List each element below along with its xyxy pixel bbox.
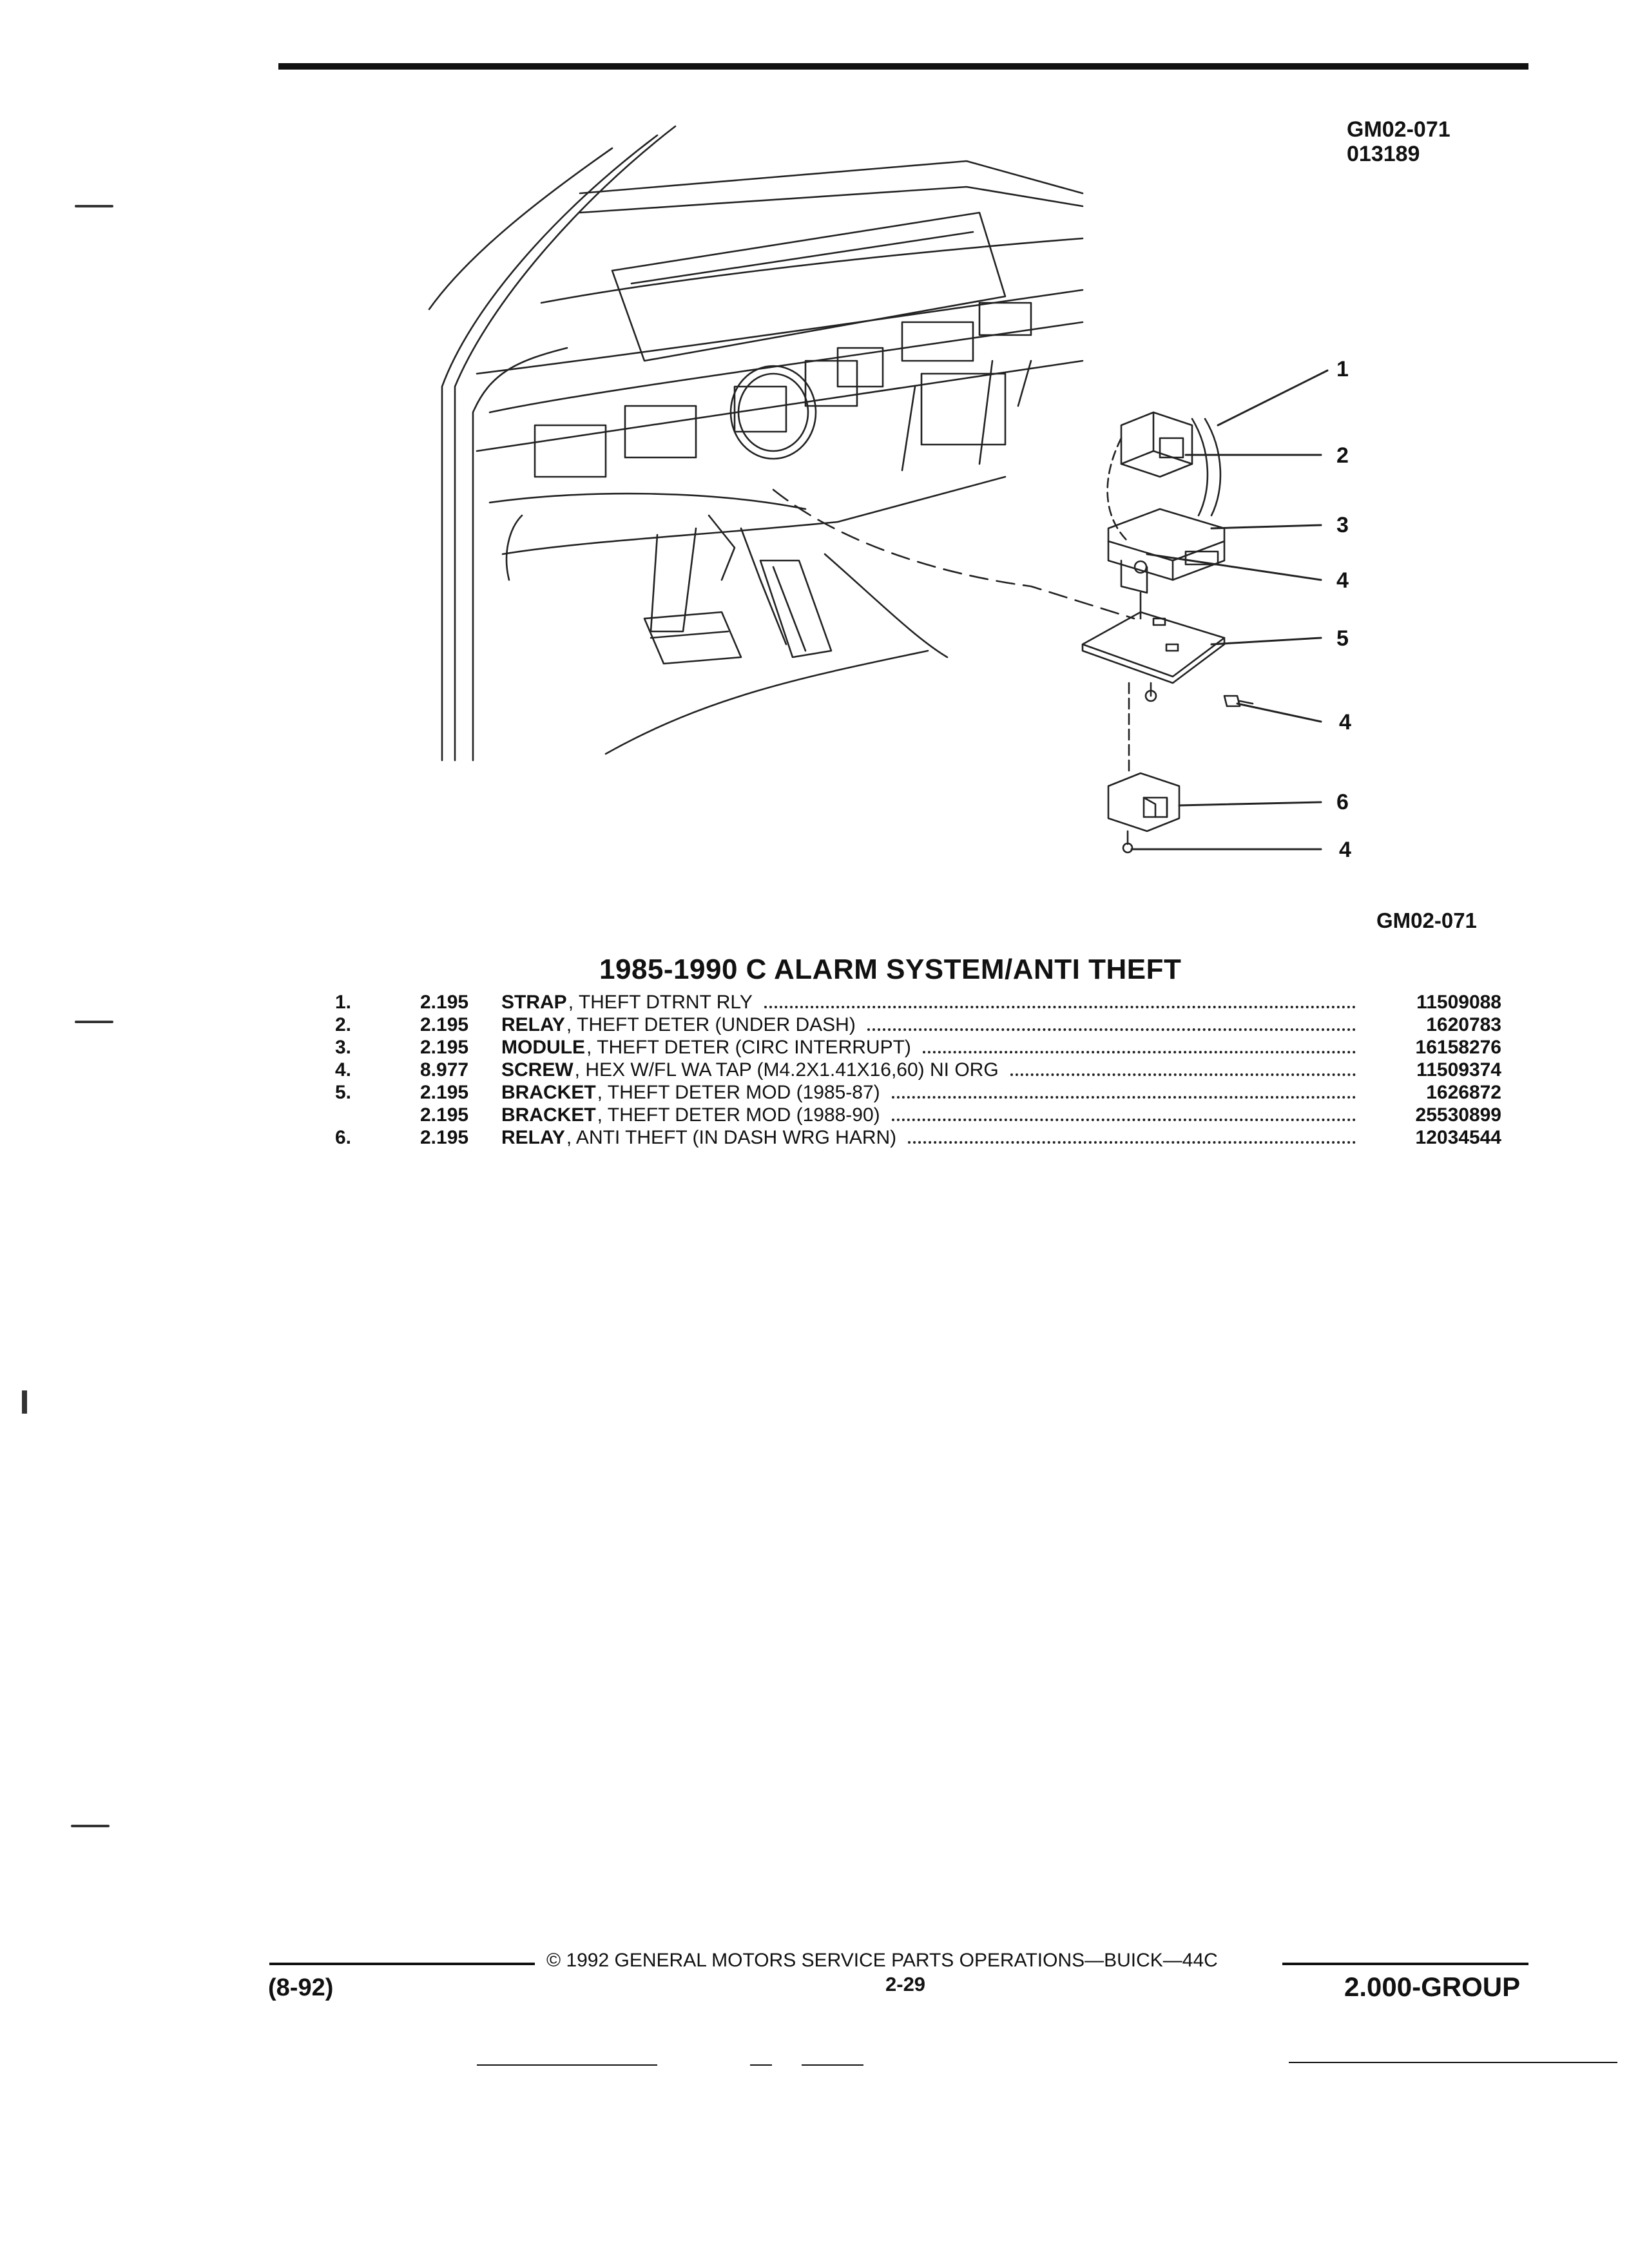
part-description: RELAY, ANTI THEFT (IN DASH WRG HARN) <box>501 1126 1378 1149</box>
part-description: STRAP, THEFT DTRNT RLY <box>501 991 1378 1014</box>
table-row: 2.195 BRACKET, THEFT DETER MOD (1988-90)… <box>335 1104 1501 1126</box>
bottom-scan-line <box>477 2064 657 2066</box>
part-description: BRACKET, THEFT DETER MOD (1985-87) <box>501 1081 1378 1104</box>
group-number: 2.195 <box>420 1082 469 1103</box>
top-rule <box>278 63 1528 70</box>
dashboard-drawing <box>476 160 1084 581</box>
item-number <box>335 1104 420 1126</box>
callout-leaders <box>1130 369 1329 850</box>
table-row: 4. 8.977 SCREW, HEX W/FL WA TAP (M4.2X1.… <box>335 1059 1501 1081</box>
group-number: 2.195 <box>420 1104 469 1126</box>
table-row: 2. 2.195 RELAY, THEFT DETER (UNDER DASH)… <box>335 1014 1501 1036</box>
dot-leader <box>908 1141 1356 1144</box>
item-number: 5. <box>335 1082 352 1103</box>
margin-mark <box>75 1021 113 1023</box>
theft-deterrent-parts <box>1081 411 1254 854</box>
dot-leader <box>891 1096 1356 1099</box>
dot-leader <box>891 1119 1356 1121</box>
margin-mark <box>22 1390 27 1414</box>
figure-code-bottom: GM02-071 <box>1376 908 1477 932</box>
callout-4: 4 <box>1336 568 1349 593</box>
section-title: 1985-1990 C ALARM SYSTEM/ANTI THEFT <box>599 954 1182 985</box>
bottom-scan-line <box>1289 2062 1617 2063</box>
a-pillar-drawing <box>428 125 677 762</box>
group-number: 2.195 <box>420 1014 469 1035</box>
item-number: 6. <box>335 1127 352 1148</box>
pedals-drawing <box>604 514 949 755</box>
margin-mark <box>71 1825 110 1827</box>
part-detail: , ANTI THEFT (IN DASH WRG HARN) <box>566 1127 897 1148</box>
figure-id-block: GM02-071 013189 <box>1347 117 1451 166</box>
figure-date: 013189 <box>1347 142 1420 166</box>
callout-labels: 1 2 3 4 5 4 6 4 <box>1336 357 1351 862</box>
table-row: 1. 2.195 STRAP, THEFT DTRNT RLY 11509088 <box>335 991 1501 1014</box>
group-number: 8.977 <box>420 1059 469 1081</box>
part-name: RELAY <box>501 1014 565 1035</box>
callout-3: 3 <box>1336 513 1349 537</box>
part-description: MODULE, THEFT DETER (CIRC INTERRUPT) <box>501 1036 1378 1059</box>
part-number: 12034544 <box>1415 1127 1501 1148</box>
part-detail: , THEFT DTRNT RLY <box>568 992 753 1013</box>
dot-leader <box>1010 1073 1356 1076</box>
part-description: BRACKET, THEFT DETER MOD (1988-90) <box>501 1104 1378 1126</box>
revision-date: (8-92) <box>268 1974 334 2001</box>
item-number: 2. <box>335 1014 352 1035</box>
part-name: BRACKET <box>501 1104 596 1126</box>
dot-leader <box>922 1051 1356 1053</box>
part-number: 1620783 <box>1426 1014 1501 1035</box>
callout-4-bottom: 4 <box>1339 838 1351 862</box>
part-number: 25530899 <box>1415 1104 1501 1126</box>
margin-mark <box>75 205 113 207</box>
table-row: 5. 2.195 BRACKET, THEFT DETER MOD (1985-… <box>335 1081 1501 1104</box>
group-number: 2.195 <box>420 992 469 1013</box>
part-description: RELAY, THEFT DETER (UNDER DASH) <box>501 1014 1378 1036</box>
group-number: 2.195 <box>420 1127 469 1148</box>
footer-rule-left <box>269 1963 535 1965</box>
part-detail: , THEFT DETER MOD (1985-87) <box>597 1082 880 1103</box>
part-number: 1626872 <box>1426 1082 1501 1103</box>
part-detail: , HEX W/FL WA TAP (M4.2X1.41X16,60) NI O… <box>574 1059 999 1081</box>
callout-1: 1 <box>1336 357 1349 381</box>
callout-2: 2 <box>1336 443 1349 468</box>
figure-code: GM02-071 <box>1347 117 1451 142</box>
item-number: 3. <box>335 1037 352 1058</box>
dot-leader <box>867 1028 1356 1031</box>
part-detail: , THEFT DETER (UNDER DASH) <box>566 1014 856 1035</box>
part-number: 11509374 <box>1416 1059 1501 1081</box>
parts-list: 1. 2.195 STRAP, THEFT DTRNT RLY 11509088… <box>335 991 1501 1149</box>
copyright-notice: © 1992 GENERAL MOTORS SERVICE PARTS OPER… <box>546 1950 1218 1971</box>
dot-leader <box>764 1006 1356 1008</box>
part-name: RELAY <box>501 1127 565 1148</box>
footer-rule-right <box>1282 1963 1528 1965</box>
callout-4-screw: 4 <box>1339 710 1351 735</box>
part-name: STRAP <box>501 992 567 1013</box>
part-name: BRACKET <box>501 1082 596 1103</box>
bottom-scan-line <box>802 2064 863 2066</box>
item-number: 4. <box>335 1059 352 1081</box>
part-detail: , THEFT DETER (CIRC INTERRUPT) <box>586 1037 911 1058</box>
page-number: 2-29 <box>885 1973 926 1995</box>
group-label: 2.000-GROUP <box>1344 1972 1521 2002</box>
part-number: 11509088 <box>1416 992 1501 1013</box>
callout-5: 5 <box>1336 626 1349 651</box>
table-row: 3. 2.195 MODULE, THEFT DETER (CIRC INTER… <box>335 1036 1501 1059</box>
part-name: MODULE <box>501 1037 585 1058</box>
location-leader <box>772 488 1135 620</box>
part-detail: , THEFT DETER MOD (1988-90) <box>597 1104 880 1126</box>
part-number: 16158276 <box>1415 1037 1501 1058</box>
part-description: SCREW, HEX W/FL WA TAP (M4.2X1.41X16,60)… <box>501 1059 1378 1081</box>
group-number: 2.195 <box>420 1037 469 1058</box>
item-number: 1. <box>335 992 352 1013</box>
part-name: SCREW <box>501 1059 574 1081</box>
callout-6: 6 <box>1336 790 1349 814</box>
table-row: 6. 2.195 RELAY, ANTI THEFT (IN DASH WRG … <box>335 1126 1501 1149</box>
bottom-scan-line <box>750 2064 772 2066</box>
